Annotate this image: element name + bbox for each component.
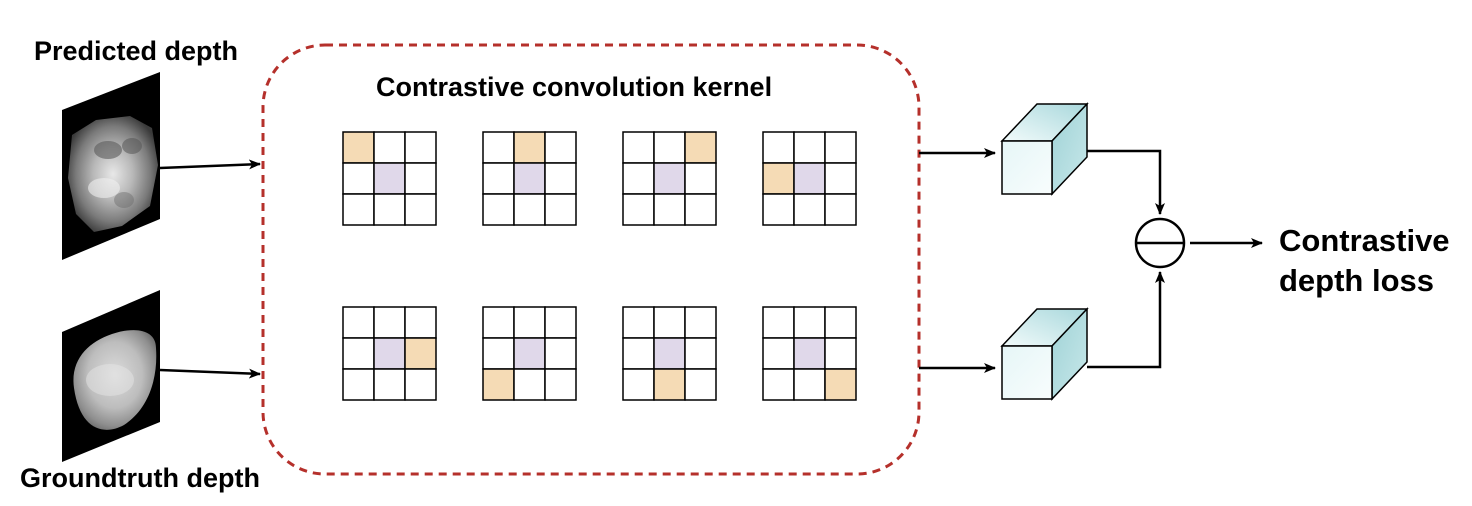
- kernel-cell: [404, 368, 437, 401]
- kernel-cell: [342, 193, 375, 226]
- kernel-cell: [684, 337, 717, 370]
- kernel-cell: [653, 306, 686, 339]
- bottom-feature-cube: [1000, 307, 1089, 401]
- kernel-grid: [762, 306, 857, 401]
- kernel-cell: [793, 193, 826, 226]
- kernel-center-cell: [513, 162, 546, 195]
- kernel-cell: [373, 193, 406, 226]
- kernel-cell: [342, 337, 375, 370]
- kernel-neighbor-cell: [482, 368, 515, 401]
- kernel-cell: [404, 131, 437, 164]
- kernel-cell: [342, 306, 375, 339]
- kernel-cell: [793, 306, 826, 339]
- kernel-grids: [342, 131, 857, 401]
- kernel-neighbor-cell: [762, 162, 795, 195]
- kernel-cell: [373, 131, 406, 164]
- kernel-cell: [684, 162, 717, 195]
- minus-circle-icon: [1134, 217, 1186, 269]
- kernel-grid: [342, 306, 437, 401]
- kernel-cell: [622, 162, 655, 195]
- kernel-cell: [684, 306, 717, 339]
- top-to-operator-arrow: [1087, 149, 1165, 215]
- kernel-cell: [762, 337, 795, 370]
- kernel-neighbor-cell: [684, 131, 717, 164]
- kernel-cell: [404, 306, 437, 339]
- kernel-cell: [342, 162, 375, 195]
- kernel-grid: [622, 306, 717, 401]
- kernel-cell: [482, 162, 515, 195]
- predicted-input-arrow: [159, 159, 261, 170]
- kernel-cell: [653, 131, 686, 164]
- kernel-center-cell: [793, 337, 826, 370]
- kernel-cell: [373, 368, 406, 401]
- loss-label-line2: depth loss: [1279, 263, 1435, 298]
- kernel-cell: [513, 306, 546, 339]
- kernel-grid: [342, 131, 437, 226]
- kernel-container: [261, 43, 921, 476]
- kernel-cell: [762, 131, 795, 164]
- kernel-cell: [622, 193, 655, 226]
- bottom-to-operator-arrow: [1087, 271, 1165, 369]
- kernel-cell: [544, 306, 577, 339]
- predicted-depth-image: [62, 72, 160, 260]
- kernel-neighbor-cell: [404, 337, 437, 370]
- kernel-cell: [544, 131, 577, 164]
- kernel-cell: [762, 306, 795, 339]
- kernel-cell: [824, 193, 857, 226]
- kernel-cell: [404, 193, 437, 226]
- kernel-neighbor-cell: [342, 131, 375, 164]
- kernel-center-cell: [373, 337, 406, 370]
- kernel-cell: [544, 337, 577, 370]
- kernel-cell: [684, 368, 717, 401]
- kernel-cell: [824, 306, 857, 339]
- kernel-cell: [824, 162, 857, 195]
- kernel-cell: [482, 306, 515, 339]
- kernel-cell: [482, 193, 515, 226]
- groundtruth-depth-image: [62, 290, 160, 462]
- kernel-center-cell: [793, 162, 826, 195]
- kernel-cell: [684, 193, 717, 226]
- kernel-cell: [404, 162, 437, 195]
- kernel-center-cell: [513, 337, 546, 370]
- kernel-grid: [622, 131, 717, 226]
- kernel-cell: [653, 193, 686, 226]
- kernel-center-cell: [653, 337, 686, 370]
- kernel-cell: [622, 306, 655, 339]
- kernel-title: Contrastive convolution kernel: [376, 72, 773, 102]
- kernel-center-cell: [373, 162, 406, 195]
- kernel-neighbor-cell: [653, 368, 686, 401]
- groundtruth-input-arrow: [159, 368, 261, 379]
- kernel-cell: [793, 368, 826, 401]
- kernel-center-cell: [653, 162, 686, 195]
- kernel-cell: [513, 193, 546, 226]
- contrastive-loss-label: Contrastive depth loss: [1279, 221, 1450, 301]
- kernel-cell: [793, 131, 826, 164]
- kernel-neighbor-cell: [824, 368, 857, 401]
- kernel-grid: [482, 306, 577, 401]
- kernel-cell: [824, 337, 857, 370]
- kernel-grid: [482, 131, 577, 226]
- kernel-cell: [482, 337, 515, 370]
- kernel-cell: [482, 131, 515, 164]
- top-feature-cube: [1000, 102, 1089, 196]
- predicted-depth-label: Predicted depth: [34, 36, 239, 66]
- kernel-cell: [373, 306, 406, 339]
- kernel-cell: [342, 368, 375, 401]
- kernel-cell: [513, 368, 546, 401]
- kernel-cell: [622, 131, 655, 164]
- kernel-cell: [622, 368, 655, 401]
- kernel-cell: [544, 193, 577, 226]
- kernel-neighbor-cell: [513, 131, 546, 164]
- kernel-cell: [544, 162, 577, 195]
- kernel-cell: [544, 368, 577, 401]
- kernel-cell: [824, 131, 857, 164]
- loss-label-line1: Contrastive: [1279, 223, 1450, 258]
- kernel-cell: [622, 337, 655, 370]
- groundtruth-depth-label: Groundtruth depth: [20, 463, 260, 493]
- kernel-cell: [762, 368, 795, 401]
- kernel-grid: [762, 131, 857, 226]
- kernel-cell: [762, 193, 795, 226]
